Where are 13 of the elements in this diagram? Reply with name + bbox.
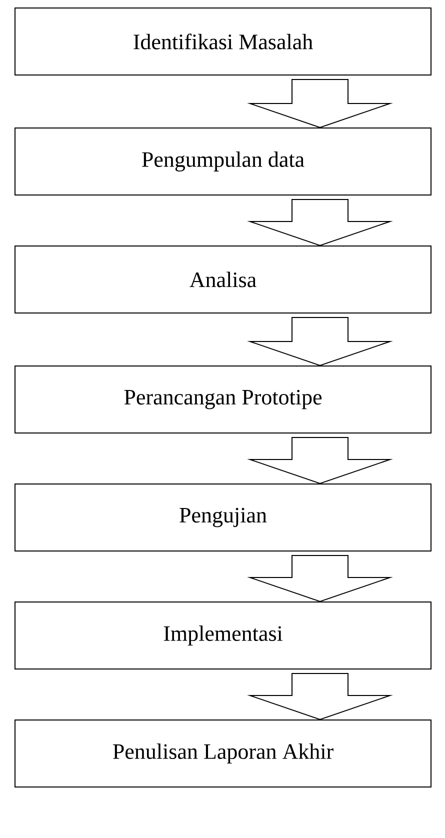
process-box: Identifikasi Masalah — [14, 8, 432, 76]
process-box: Pengujian — [14, 484, 432, 552]
process-box: Penulisan Laporan Akhir — [14, 720, 432, 788]
process-box: Perancangan Prototipe — [14, 366, 432, 434]
process-box: Implementasi — [14, 602, 432, 670]
process-box: Analisa — [14, 246, 432, 314]
block-arrow — [247, 673, 393, 720]
block-arrow — [247, 317, 393, 366]
process-box: Pengumpulan data — [14, 128, 432, 196]
block-arrow — [247, 555, 393, 602]
block-arrow — [247, 437, 393, 484]
block-arrow — [247, 199, 393, 246]
block-arrow — [247, 79, 393, 128]
